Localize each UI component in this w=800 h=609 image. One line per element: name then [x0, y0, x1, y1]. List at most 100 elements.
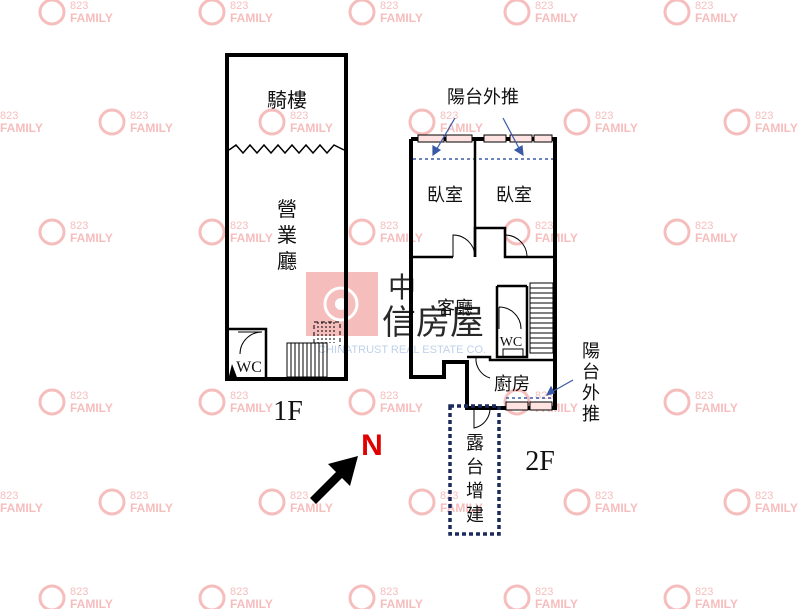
watermark-brand: FAMILY: [130, 121, 173, 135]
watermark-brand: FAMILY: [230, 401, 273, 415]
watermark-number: 823: [755, 490, 773, 502]
watermark-number: 823: [595, 490, 613, 502]
watermark-brand: FAMILY: [695, 597, 738, 609]
kitchen-door: [475, 356, 491, 379]
watermark-number: 823: [130, 490, 148, 502]
watermark-house-icon: [38, 0, 66, 26]
terrace-char-3: 增: [466, 481, 484, 502]
watermark-number: 823: [290, 490, 308, 502]
watermark-brand: FAMILY: [595, 121, 638, 135]
watermark-number: 823: [380, 0, 398, 12]
watermark-brand: FAMILY: [230, 231, 273, 245]
watermark-house-icon: [408, 108, 436, 136]
bedroom-right-door: [504, 234, 528, 258]
watermark-house-icon: [563, 108, 591, 136]
watermark-number: 823: [70, 220, 88, 232]
balcony-right-char-2: 台: [582, 362, 600, 383]
watermark-number: 823: [230, 390, 248, 402]
north-letter: N: [361, 429, 383, 462]
watermark-number: 823: [130, 110, 148, 122]
kitchen-top-wall: [467, 355, 555, 362]
watermark-house-icon: [563, 488, 591, 516]
room-business-hall: 營 業 廳: [277, 197, 297, 273]
watermark-brand: FAMILY: [290, 501, 333, 515]
watermark-house-icon: [38, 218, 66, 246]
watermark-brand: FAMILY: [0, 121, 43, 135]
watermark-brand: FAMILY: [535, 597, 578, 609]
watermark-house-icon: [198, 0, 226, 26]
bedroom-left-door: [452, 234, 476, 258]
watermark-brand: FAMILY: [695, 401, 738, 415]
label-balcony-top: 陽台外推: [447, 87, 519, 108]
watermark-house-icon: [348, 584, 376, 609]
watermark-number: 823: [70, 390, 88, 402]
watermark-house-icon: [348, 218, 376, 246]
room-bedroom-left: 臥室: [427, 185, 463, 206]
terrace-char-2: 台: [466, 457, 484, 478]
watermark-brand: FAMILY: [380, 597, 423, 609]
watermark-number: 823: [535, 586, 553, 598]
watermark-number: 823: [380, 390, 398, 402]
balcony-right-char-1: 陽: [582, 341, 600, 362]
floor2-label: 2F: [525, 446, 555, 477]
watermark-brand: FAMILY: [0, 501, 43, 515]
hall-char-3: 廳: [277, 249, 297, 273]
watermark-number: 823: [695, 390, 713, 402]
balcony-right-char-3: 外: [582, 383, 600, 404]
top-balcony-windows: [417, 134, 553, 143]
balcony-right-char-4: 推: [582, 404, 600, 425]
watermark-house-icon: [38, 388, 66, 416]
watermark-brand: FAMILY: [535, 11, 578, 25]
floor2-outer-wall: [409, 137, 557, 410]
watermark-number: 823: [230, 220, 248, 232]
watermark-number: 823: [695, 586, 713, 598]
watermark-number: 823: [0, 490, 18, 502]
watermark-number: 823: [230, 0, 248, 12]
room-arcade: 騎樓: [267, 88, 307, 112]
watermark-house-icon: [503, 388, 531, 416]
floor1-stairs: [286, 321, 341, 378]
watermark-house-icon: [198, 218, 226, 246]
watermark-number: 823: [755, 110, 773, 122]
watermark-brand: FAMILY: [70, 597, 113, 609]
logo-company-english: CHINATRUST REAL ESTATE CO.: [318, 344, 486, 356]
watermark-brand: FAMILY: [380, 401, 423, 415]
watermark-house-icon: [663, 388, 691, 416]
watermark-house-icon: [348, 388, 376, 416]
kitchen-window-1: [505, 401, 529, 411]
terrace-extension-outline: [448, 404, 501, 536]
kitchen-window-2: [529, 401, 553, 411]
watermark-house-icon: [503, 0, 531, 26]
watermark-house-icon: [198, 388, 226, 416]
room-bedroom-right: 臥室: [496, 185, 532, 206]
watermark-number: 823: [535, 220, 553, 232]
floor2-plan: [409, 134, 557, 536]
watermark-brand: FAMILY: [130, 501, 173, 515]
watermark-number: 823: [230, 586, 248, 598]
watermark-house-icon: [348, 0, 376, 26]
watermark-brand: FAMILY: [70, 231, 113, 245]
watermark-house-icon: [663, 0, 691, 26]
watermark-brand: FAMILY: [695, 11, 738, 25]
